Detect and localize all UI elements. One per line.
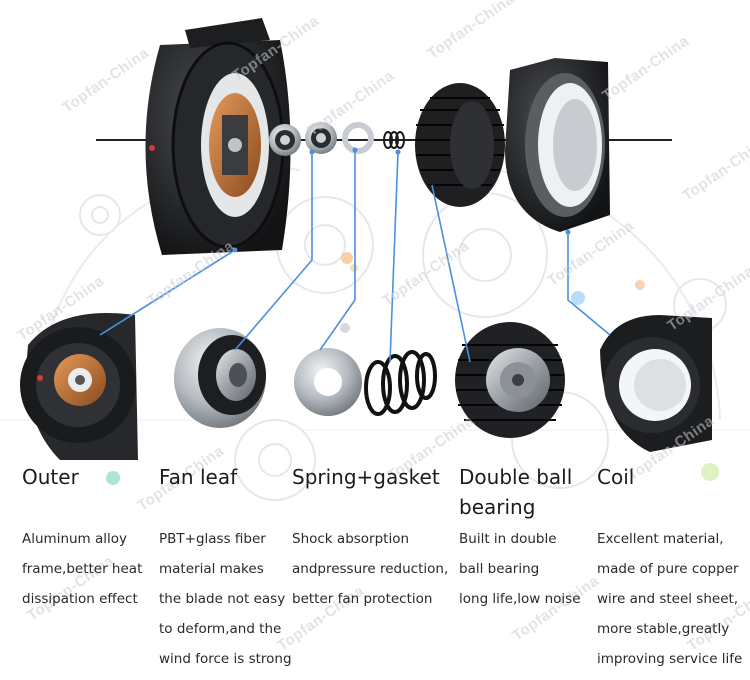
desc-line: Built in double: [459, 531, 557, 547]
desc-spring-gasket: Shock absorption andpressure reduction, …: [292, 524, 448, 614]
desc-line: to deform,and the: [159, 621, 282, 637]
desc-line: PBT+glass fiber: [159, 531, 266, 547]
leader-line-spring: [389, 151, 399, 363]
frame-top: [505, 58, 610, 232]
title-spring-gasket: Spring+gasket: [292, 462, 440, 492]
leader-line-coil: [567, 232, 611, 336]
leader-dots: [232, 147, 571, 253]
desc-line: frame,better heat: [22, 561, 143, 577]
gasket-detail: [294, 348, 362, 416]
desc-line: improving service life: [597, 651, 743, 667]
bearing-detail: [174, 328, 266, 428]
ball-bearing-left: [269, 124, 301, 156]
desc-line: more stable,greatly: [597, 621, 730, 637]
coil-detail: [600, 315, 712, 452]
ball-bearing-right: [305, 122, 337, 154]
desc-line: andpressure reduction,: [292, 561, 449, 577]
desc-line: the blade not easy: [159, 591, 286, 607]
title-line: Double ball: [459, 465, 573, 489]
desc-line: material makes: [159, 561, 264, 577]
leader-line-bearing: [431, 184, 471, 363]
leader-line-outer: [99, 249, 236, 336]
title-line: Fan leaf: [159, 465, 238, 489]
leader-line-gasket: [319, 150, 356, 351]
desc-fan-leaf: PBT+glass fiber material makes the blade…: [159, 524, 292, 674]
title-line: Spring+gasket: [292, 465, 440, 489]
desc-line: Excellent material,: [597, 531, 724, 547]
desc-line: long life,low noise: [459, 591, 581, 607]
title-line: bearing: [459, 495, 536, 519]
desc-line: wire and steel sheet,: [597, 591, 739, 607]
spring-top: [383, 131, 405, 149]
title-line: Coil: [597, 465, 635, 489]
desc-double-ball-bearing: Built in double ball bearing long life,l…: [459, 524, 581, 614]
impeller-top: [415, 83, 505, 207]
desc-coil: Excellent material, made of pure copper …: [597, 524, 742, 674]
desc-line: dissipation effect: [22, 591, 138, 607]
desc-line: Shock absorption: [292, 531, 410, 547]
title-line: Outer: [22, 465, 79, 489]
title-fan-leaf: Fan leaf: [159, 462, 237, 492]
desc-line: wind force is strong: [159, 651, 292, 667]
title-coil: Coil: [597, 462, 634, 492]
title-outer: Outer: [22, 462, 79, 492]
desc-line: Aluminum alloy: [22, 531, 128, 547]
gasket-top: [342, 122, 374, 154]
blower-frame-detail: [20, 313, 138, 460]
desc-outer: Aluminum alloy frame,better heat dissipa…: [22, 524, 142, 614]
desc-line: made of pure copper: [597, 561, 739, 577]
desc-line: ball bearing: [459, 561, 540, 577]
title-double-ball-bearing: Double ball bearing: [459, 462, 572, 522]
desc-line: better fan protection: [292, 591, 433, 607]
leader-lines: [99, 150, 611, 363]
leader-line-fan-leaf: [234, 152, 313, 351]
impeller-detail: [455, 322, 565, 438]
motor-housing: [145, 18, 291, 255]
spring-detail: [364, 350, 437, 416]
